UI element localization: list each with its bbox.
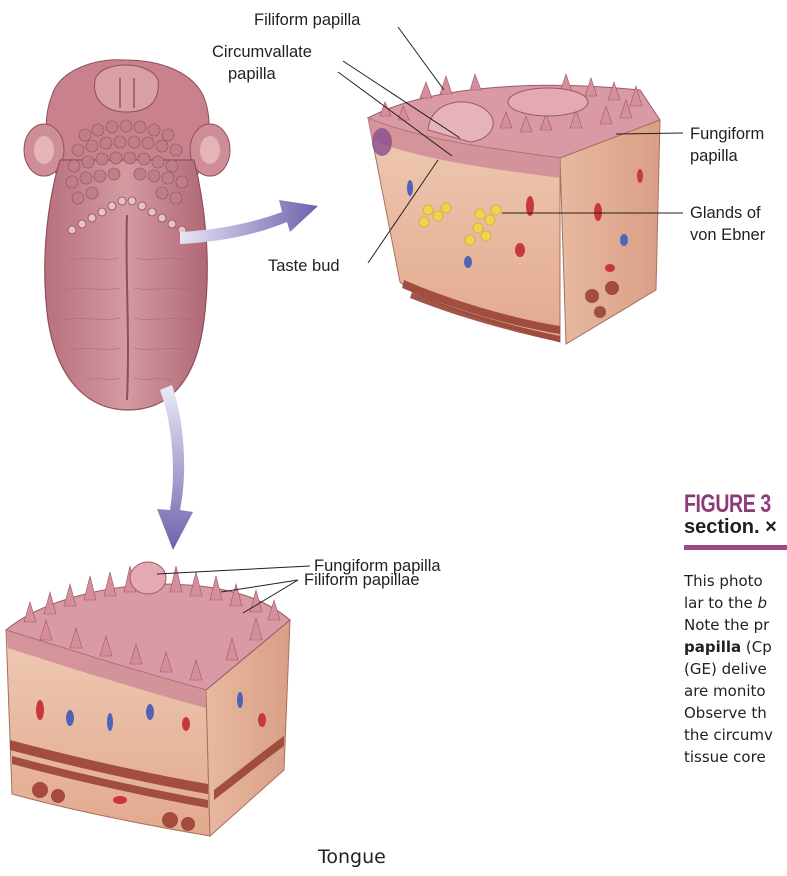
caption-line: (GE) delive — [684, 659, 767, 679]
label-fungiform-papilla-right-line1: Fungiform — [690, 124, 764, 144]
figure-caption-subtitle: section. × — [684, 516, 777, 539]
label-circumvallate-papilla-line1: Circumvallate — [212, 42, 312, 62]
caption-line: Note the pr — [684, 615, 769, 635]
caption-line: This photo — [684, 571, 763, 591]
caption-divider — [684, 545, 787, 550]
diagram-title-tongue: Tongue — [318, 846, 386, 868]
label-fungiform-papilla-right-line2: papilla — [690, 146, 738, 166]
fungiform-section-block — [6, 562, 290, 836]
caption-line: papilla (Cp — [684, 637, 772, 657]
circumvallate-section-block — [368, 74, 660, 344]
arrow-to-lower-block — [157, 385, 193, 550]
label-taste-bud: Taste bud — [268, 256, 340, 276]
caption-line: the circumv — [684, 725, 773, 745]
caption-line: Observe th — [684, 703, 767, 723]
caption-line: lar to the b — [684, 593, 767, 613]
caption-line: are monito — [684, 681, 766, 701]
label-glands-von-ebner-line1: Glands of — [690, 203, 761, 223]
label-glands-von-ebner-line2: von Ebner — [690, 225, 765, 245]
label-filiform-papillae-bottom: Filiform papillae — [304, 570, 420, 590]
caption-line: tissue core — [684, 747, 766, 767]
label-circumvallate-papilla-line2: papilla — [228, 64, 276, 84]
label-filiform-papilla-top: Filiform papilla — [254, 10, 360, 30]
figure-caption-title: FIGURE 3 — [684, 490, 771, 519]
